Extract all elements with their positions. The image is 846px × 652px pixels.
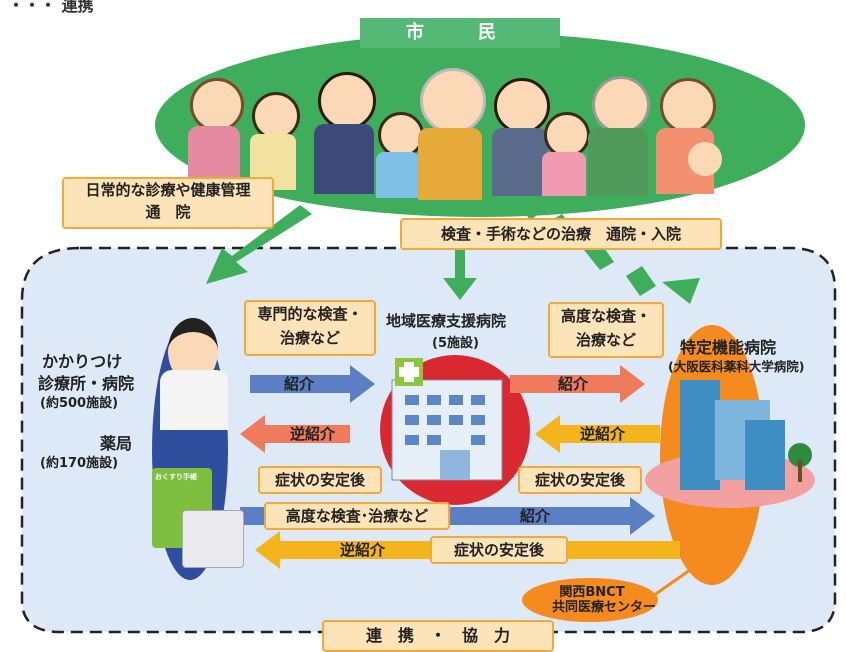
referral-1-label: 紹介 <box>284 375 315 393</box>
arrow-counter-1 <box>240 415 350 453</box>
arrow-to-regional-shaft <box>455 250 465 280</box>
specialized-exam-callout: 専門的な検査・ 治療など <box>244 300 376 356</box>
advanced-exam-line1: 高度な検査・ <box>560 307 651 325</box>
referral-2-label: 紹介 <box>558 375 589 393</box>
pill-pack-icon <box>182 510 244 568</box>
counter-referral-3-label: 逆紹介 <box>340 541 386 559</box>
regional-hospital-name: 地域医療支援病院 <box>386 312 507 330</box>
stable-1-callout: 症状の安定後 <box>258 466 382 494</box>
stable-3-callout: 症状の安定後 <box>430 536 568 564</box>
arrow-referral-2 <box>510 365 645 403</box>
arrow-referral-1 <box>250 365 375 403</box>
pharmacy-name: 薬局 <box>100 434 133 453</box>
bnct-line1: 関西BNCT <box>559 585 625 600</box>
clinic-name1: かかりつけ <box>42 352 123 371</box>
counter-referral-1-label: 逆紹介 <box>290 425 336 443</box>
pharmacy-count: (約170施設) <box>40 456 119 471</box>
arrow-to-clinic <box>206 205 312 284</box>
daily-care-line1: 日常的な診療や健康管理 <box>85 181 251 199</box>
bnct-label: 関西BNCT 共同医療センター <box>552 585 657 615</box>
cooperation-label: 連 携 ・ 協 力 <box>322 620 554 652</box>
citizens-label: 市 民 <box>360 18 560 48</box>
medication-book-label: おくすり手帳 <box>155 473 197 481</box>
exam-treatment-callout: 検査・手術などの治療 通院・入院 <box>400 218 722 250</box>
header-cut-text: ・・・ 連携 <box>8 0 94 15</box>
referral-3-label: 紹介 <box>520 507 551 525</box>
arrow-to-regional-head <box>443 278 477 300</box>
regional-hospital-count: (5施設) <box>432 336 479 351</box>
stable-2-callout: 症状の安定後 <box>518 466 642 494</box>
advanced-exam-callout: 高度な検査・ 治療など <box>548 302 664 358</box>
counter-referral-2-label: 逆紹介 <box>580 425 626 443</box>
daily-care-callout: 日常的な診療や健康管理 通 院 <box>62 177 274 229</box>
clinic-count: (約500施設) <box>40 396 119 411</box>
specialized-exam-line2: 治療など <box>279 329 340 347</box>
bnct-line2: 共同医療センター <box>552 600 657 615</box>
bnct-oval <box>522 578 658 622</box>
clinic-name2: 診療所・病院 <box>38 374 135 393</box>
daily-care-line2: 通 院 <box>145 203 191 221</box>
specialized-exam-line1: 専門的な検査・ <box>257 305 363 323</box>
special-hospital-sub: (大阪医科薬科大学病院) <box>668 359 805 374</box>
special-hospital-name: 特定機能病院 <box>680 338 777 357</box>
arrow-counter-2 <box>535 415 660 453</box>
advanced-exam-bottom-callout: 高度な検査･治療など <box>264 502 450 530</box>
advanced-exam-line2: 治療など <box>575 331 636 349</box>
